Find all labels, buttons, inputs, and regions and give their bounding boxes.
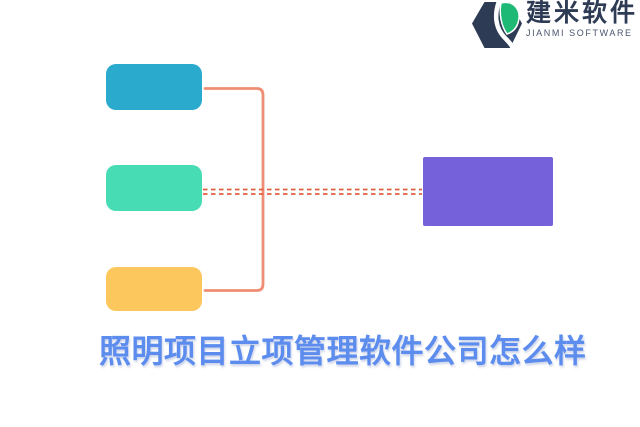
logo-brand-en: JIANMI SOFTWARE: [525, 28, 633, 38]
logo-text-block: 建米软件 JIANMI SOFTWARE: [526, 0, 638, 38]
diagram-node-middle: [106, 165, 202, 211]
jianmi-hexagon-leaf-icon: [471, 2, 522, 48]
caption-title: 照明项目立项管理软件公司怎么样: [99, 333, 587, 369]
diagram-node-right: [423, 157, 553, 226]
diagram-node-bottom: [106, 267, 202, 311]
logo-leaf-shape: [499, 2, 520, 35]
diagram-node-top: [106, 64, 202, 110]
logo-swoosh-cut: [493, 2, 516, 48]
jianmi-logo: 建米软件 JIANMI SOFTWARE: [471, 0, 638, 48]
logo-brand-cn: 建米软件: [525, 0, 638, 27]
